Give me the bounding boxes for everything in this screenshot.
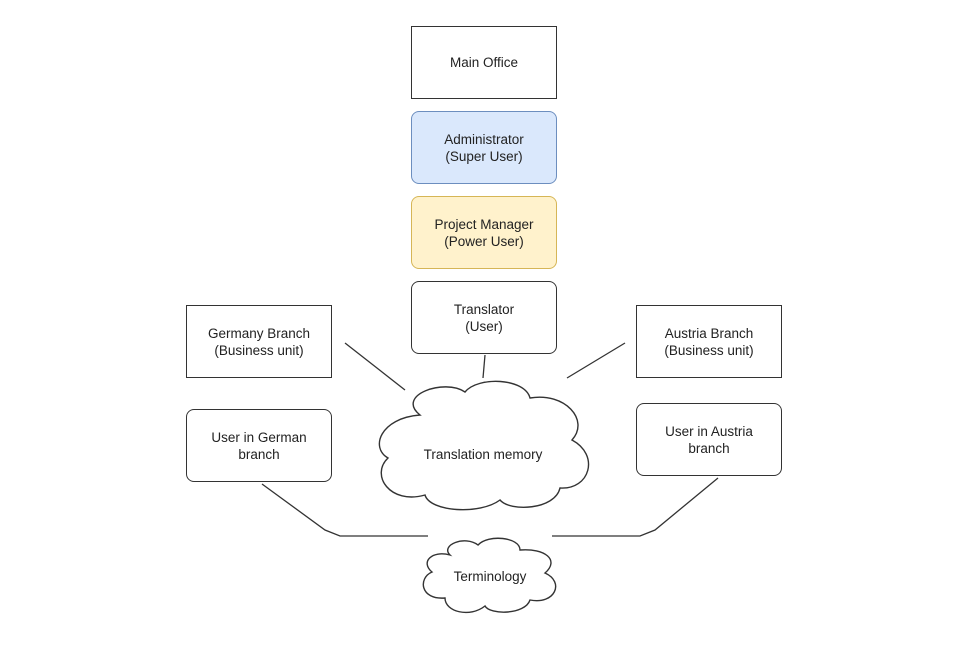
germany-branch-box: Germany Branch (Business unit) (186, 305, 332, 378)
austria-branch-box: Austria Branch (Business unit) (636, 305, 782, 378)
translator-box: Translator (User) (411, 281, 557, 354)
connector-austria-user-to-terminology (552, 477, 719, 537)
connector-translator-to-tm (482, 354, 486, 379)
translation-memory-cloud (378, 380, 590, 511)
user-german-branch-label: User in German branch (211, 429, 307, 462)
main-office-box: Main Office (411, 26, 557, 99)
user-german-branch-box: User in German branch (186, 409, 332, 482)
translation-memory-label: Translation memory (423, 447, 543, 462)
user-austria-branch-label: User in Austria branch (665, 423, 753, 456)
terminology-label: Terminology (453, 569, 527, 584)
connector-austria-to-tm (566, 342, 626, 379)
administrator-label: Administrator (Super User) (444, 131, 524, 164)
main-office-label: Main Office (449, 55, 519, 70)
terminology-cloud (422, 537, 557, 614)
connector-german-user-to-terminology (261, 483, 428, 537)
austria-branch-label: Austria Branch (Business unit) (664, 325, 754, 358)
user-austria-branch-box: User in Austria branch (636, 403, 782, 476)
project-manager-box: Project Manager (Power User) (411, 196, 557, 269)
connector-germany-to-tm (344, 342, 406, 391)
translator-label: Translator (User) (453, 301, 515, 334)
germany-branch-label: Germany Branch (Business unit) (207, 325, 311, 358)
project-manager-label: Project Manager (Power User) (434, 216, 534, 249)
administrator-box: Administrator (Super User) (411, 111, 557, 184)
